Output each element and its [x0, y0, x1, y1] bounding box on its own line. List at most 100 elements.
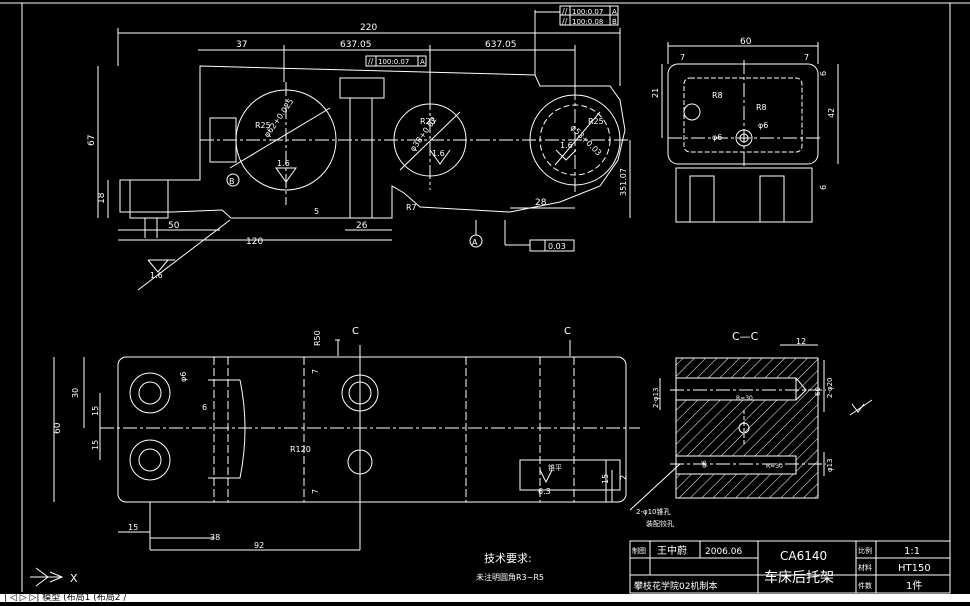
tb-qty-label: 件数 — [858, 581, 872, 590]
sec-note-2: 装配铰孔 — [646, 519, 674, 528]
side-dim-60: 60 — [740, 37, 752, 47]
datum-a: A — [472, 238, 478, 247]
side-view — [661, 42, 839, 223]
radius-r25-b: R25 — [420, 117, 436, 126]
sec-dim-2phi13: 2-φ13 — [652, 387, 660, 408]
top-dim-60: 60 — [53, 422, 63, 434]
sec-dim-r30-a: R=30 — [736, 395, 753, 402]
top-dim-15b: 15 — [91, 440, 100, 450]
top-dim-38: 38 — [210, 533, 220, 542]
radius-r7: R7 — [406, 203, 417, 212]
radius-r25-c: R25 — [588, 117, 604, 126]
tol-val-3: 100:0.07 — [378, 58, 409, 66]
top-dim-15a: 15 — [91, 406, 100, 416]
tb-scale: 1:1 — [904, 546, 920, 557]
tech-line-1: 未注明圆角R3~R5 — [476, 572, 544, 582]
tol-datum-2: B — [612, 18, 617, 26]
tol-val-1: 100:0.07 — [572, 8, 603, 16]
tol-sym-1: // — [562, 7, 568, 16]
tb-drawer: 王中蔚 — [657, 544, 687, 557]
tb-date: 2006.06 — [705, 547, 742, 557]
title-block: 制图 王中蔚 2006.06 CA6140 车床后托架 比例 1:1 材料 HT… — [629, 540, 951, 594]
top-view-labels: 60 30 15 15 6 R120 15 38 92 2 15 R50 7 7… — [53, 326, 628, 550]
tol-val-2: 100:0.08 — [572, 18, 603, 26]
tb-label-draw: 制图 — [632, 546, 646, 555]
tol-sym-3: // — [368, 57, 374, 66]
side-phi6-a: φ6 — [712, 133, 722, 142]
side-dim-42: 42 — [827, 108, 836, 118]
tol-datum-1: A — [612, 8, 617, 16]
top-dim-15d: 15 — [601, 474, 610, 484]
sec-note-1: 2-φ10锥孔 — [636, 507, 671, 516]
tb-material-label: 材料 — [858, 563, 872, 572]
top-dim-phi6: φ6 — [179, 372, 188, 382]
ucs-icon: X — [30, 567, 78, 587]
roughness-4: 1.6 — [560, 141, 573, 150]
tb-scale-label: 比例 — [858, 546, 872, 555]
sec-dim-phi13: φ13 — [826, 458, 834, 472]
tol-sym-2: // — [562, 17, 568, 26]
sec-dim-2phi20: 2-φ20 — [826, 377, 834, 398]
top-dim-7b: 7 — [311, 489, 320, 494]
side-dim-7a: 7 — [680, 53, 685, 62]
top-dim-7a: 7 — [311, 369, 320, 374]
front-view — [97, 5, 631, 291]
tol-flatness: 0.03 — [548, 242, 566, 251]
tb-code: CA6140 — [780, 549, 827, 563]
side-r8-a: R8 — [712, 91, 723, 100]
dim-120: 120 — [246, 237, 263, 247]
top-dim-r120: R120 — [290, 445, 311, 454]
tol-datum-3: A — [420, 58, 425, 66]
layout-tabs[interactable]: | ◁ ▷ ▷| 模型 (布局1 (布局2 / — [4, 594, 127, 602]
side-dim-21: 21 — [651, 88, 660, 98]
dim-67: 67 — [87, 135, 97, 146]
sec-dim-r30-b: R=30 — [766, 463, 783, 470]
dia-62: φ62+0.025 — [262, 97, 295, 139]
side-dim-6b: 6 — [819, 185, 828, 190]
side-phi6-b: φ6 — [758, 121, 768, 130]
roughness-3: 1.6 — [432, 149, 445, 158]
sec-dim-phi6: φ6 — [701, 460, 708, 468]
tb-school: 攀枝花学院02机制本 — [634, 580, 717, 592]
top-dim-92: 92 — [254, 541, 264, 550]
datum-b: B — [229, 177, 235, 186]
top-dim-15c: 15 — [128, 523, 138, 532]
section-view-labels: C—C 12 2-φ13 2-φ20 φ13 60 φ6 R=30 R=30 2… — [636, 330, 834, 528]
top-dim-r50: R50 — [313, 330, 322, 346]
dim-50: 50 — [168, 221, 180, 231]
section-view — [629, 344, 873, 511]
dim-26: 26 — [356, 221, 368, 231]
drawing-border — [0, 2, 970, 592]
roughness-1: 1.6 — [150, 271, 163, 280]
top-dim-2: 2 — [619, 475, 628, 480]
roughness-2: 1.6 — [277, 159, 290, 168]
radius-r25-a: R25 — [255, 121, 271, 130]
top-dim-30: 30 — [71, 388, 80, 398]
dim-351: 351.07 — [619, 168, 628, 196]
dim-637-b: 637.05 — [485, 40, 517, 50]
tb-name: 车床后托架 — [764, 569, 834, 586]
side-dim-6a: 6 — [819, 71, 828, 76]
bottom-note: 锥平 — [548, 463, 562, 472]
dim-5: 5 — [314, 207, 319, 216]
cut-label-c-2: C — [564, 326, 571, 337]
sec-dim-12: 12 — [796, 337, 806, 346]
cut-label-c-1: C — [352, 326, 359, 337]
roughness-5: 6.3 — [538, 487, 551, 496]
dim-637-a: 637.05 — [340, 40, 372, 50]
top-view — [53, 339, 640, 551]
ucs-x-label: X — [70, 572, 78, 585]
side-dim-7b: 7 — [804, 53, 809, 62]
dim-37: 37 — [236, 40, 247, 50]
tb-qty: 1件 — [906, 580, 922, 592]
top-dim-6: 6 — [202, 403, 207, 412]
section-title: C—C — [732, 330, 759, 343]
dim-18: 18 — [97, 192, 107, 204]
layout-tab-bar[interactable]: | ◁ ▷ ▷| 模型 (布局1 (布局2 / — [0, 594, 970, 602]
sec-dim-60: 60 — [814, 387, 822, 396]
side-view-labels: 60 7 7 21 6 42 6 R8 R8 φ6 φ6 — [651, 37, 836, 190]
tech-title: 技术要求: — [484, 552, 532, 565]
dim-220: 220 — [360, 23, 377, 33]
tb-material: HT150 — [898, 563, 931, 574]
